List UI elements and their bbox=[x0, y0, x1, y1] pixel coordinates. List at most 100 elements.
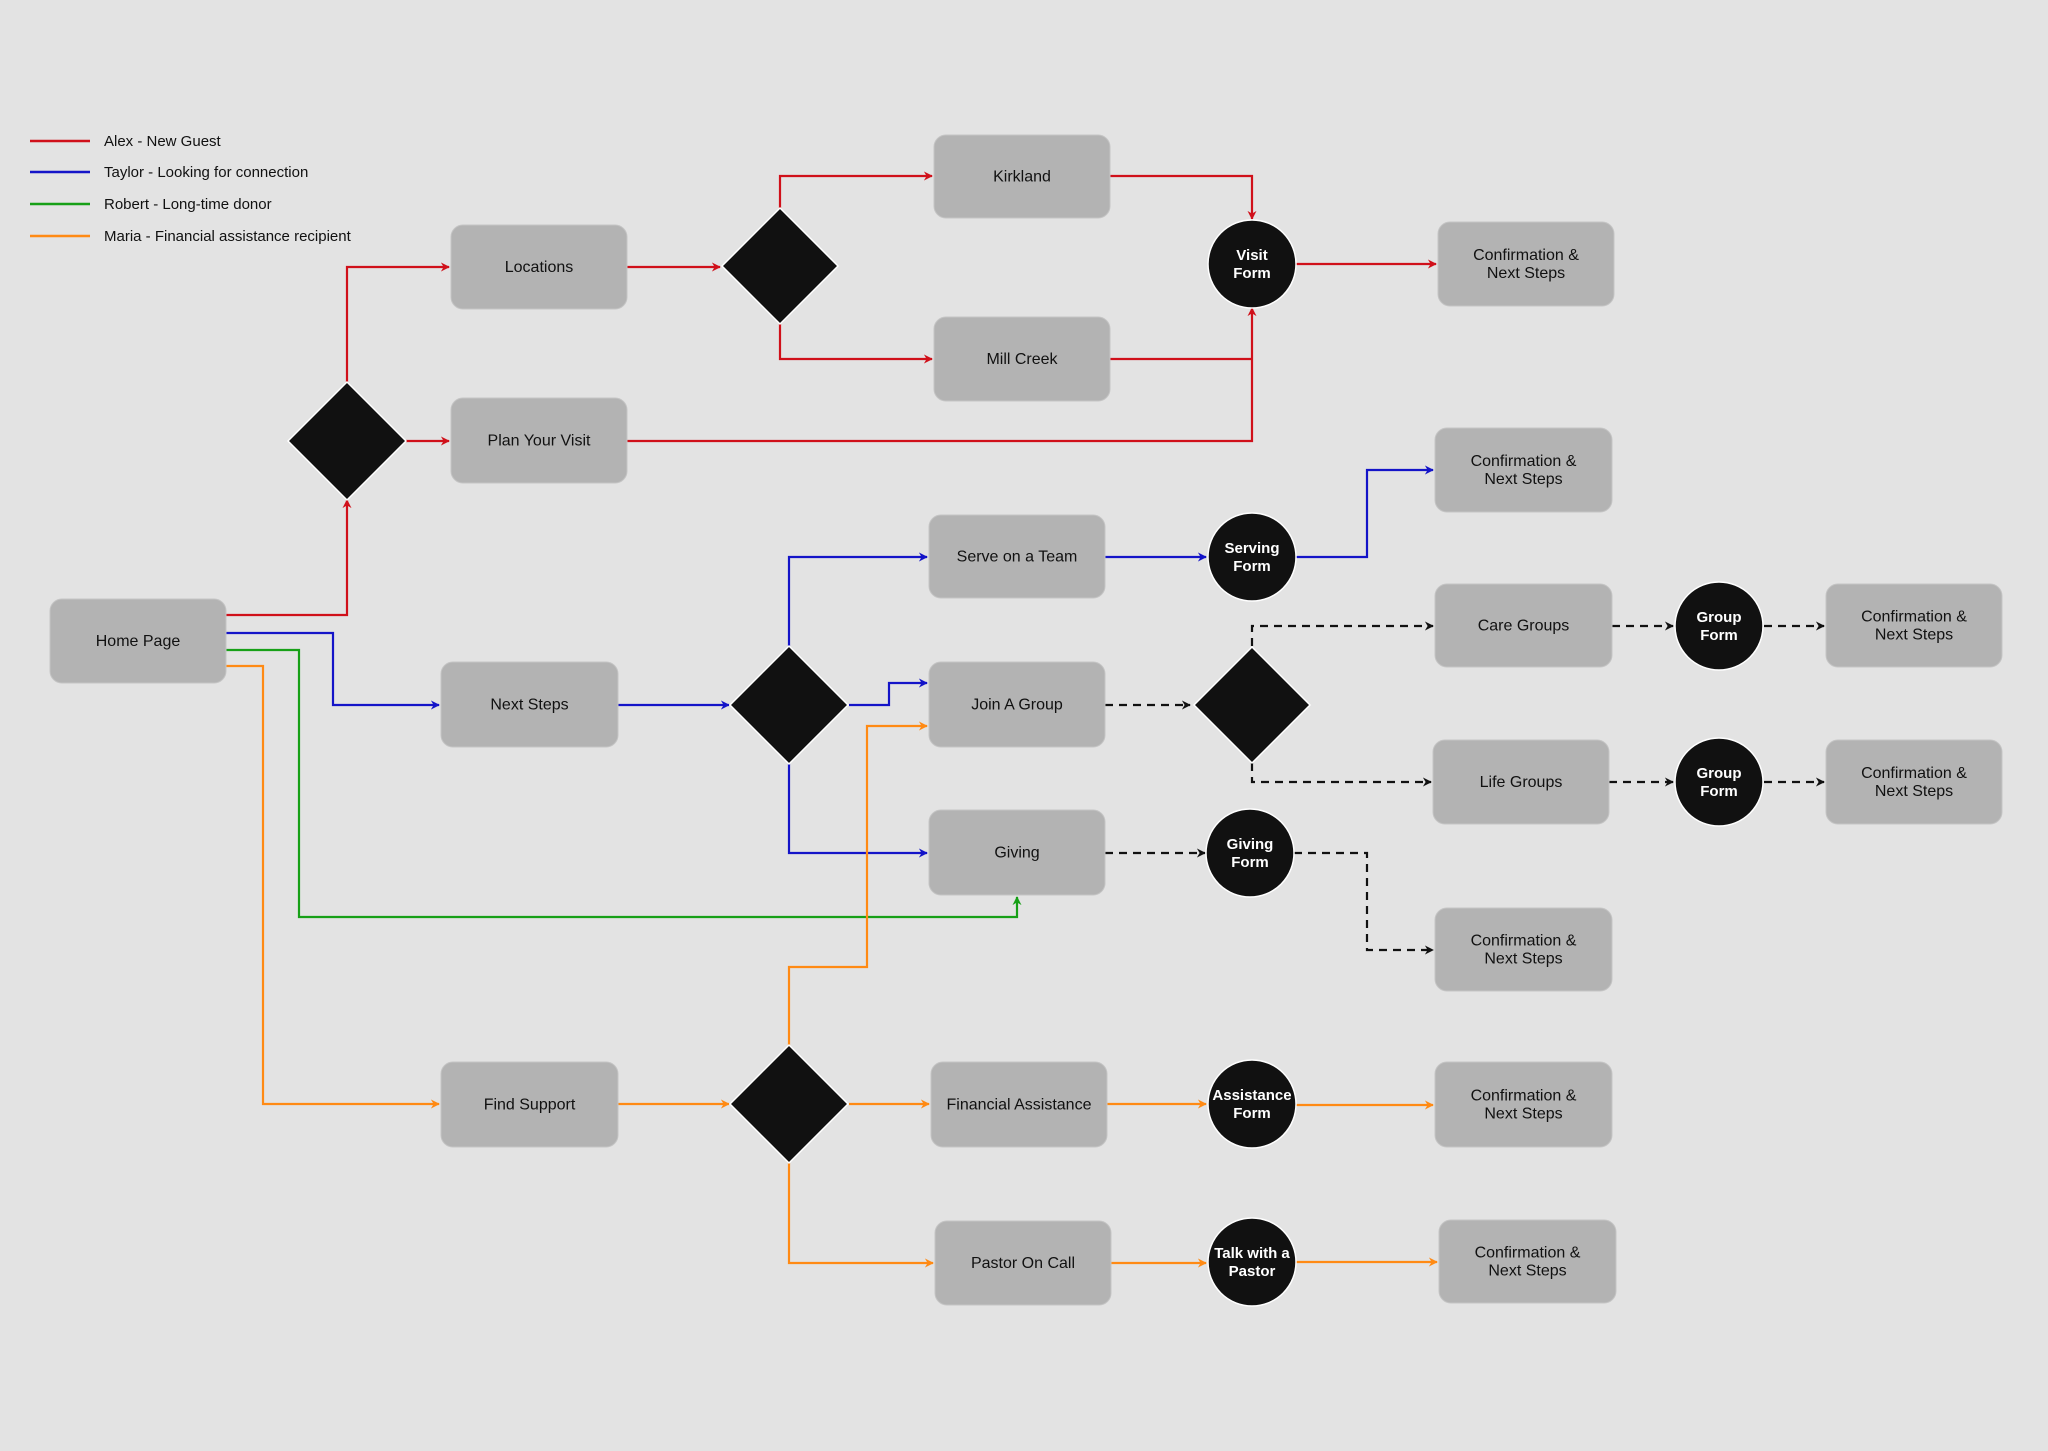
node-label: Next Steps bbox=[1484, 951, 1562, 968]
node-label: Group bbox=[1697, 765, 1742, 782]
edge-home-to-decision bbox=[226, 499, 352, 617]
page-box[interactable] bbox=[1825, 739, 2003, 825]
node-label: Confirmation & bbox=[1861, 609, 1967, 626]
decision-node-decision-next-steps[interactable] bbox=[728, 644, 850, 766]
page-box[interactable] bbox=[928, 514, 1106, 599]
page-node-confirm-giving[interactable]: Confirmation &Next Steps bbox=[1434, 907, 1613, 992]
legend-item-alex: Alex - New Guest bbox=[30, 133, 222, 150]
node-label: Confirmation & bbox=[1471, 933, 1577, 950]
page-node-life-groups[interactable]: Life Groups bbox=[1432, 739, 1610, 825]
page-node-giving[interactable]: Giving bbox=[928, 809, 1106, 896]
form-circle[interactable] bbox=[1674, 581, 1764, 671]
decision-node-decision-support[interactable] bbox=[728, 1043, 850, 1165]
decision-node-decision-locations[interactable] bbox=[720, 206, 840, 326]
page-node-pastor-on-call[interactable]: Pastor On Call bbox=[934, 1220, 1112, 1306]
page-box[interactable] bbox=[440, 1061, 619, 1148]
form-circle[interactable] bbox=[1207, 512, 1297, 602]
page-node-serve-team[interactable]: Serve on a Team bbox=[928, 514, 1106, 599]
decision-diamond[interactable] bbox=[286, 380, 408, 502]
node-label: Giving bbox=[994, 845, 1039, 862]
edge-home-to-find-support bbox=[226, 664, 440, 1109]
page-node-locations[interactable]: Locations bbox=[450, 224, 628, 310]
legend-item-robert: Robert - Long-time donor bbox=[30, 196, 272, 213]
page-box[interactable] bbox=[1434, 1061, 1613, 1148]
node-label: Pastor On Call bbox=[971, 1255, 1075, 1272]
form-circle[interactable] bbox=[1207, 219, 1297, 309]
edge-decision-to-serve-team bbox=[787, 552, 928, 646]
decision-diamond[interactable] bbox=[728, 1043, 850, 1165]
page-box[interactable] bbox=[450, 397, 628, 484]
page-node-confirm-care[interactable]: Confirmation &Next Steps bbox=[1825, 583, 2003, 668]
page-box[interactable] bbox=[1438, 1219, 1617, 1304]
node-label: Next Steps bbox=[1487, 265, 1565, 282]
node-label: Find Support bbox=[484, 1097, 576, 1114]
node-label: Giving bbox=[1227, 836, 1274, 853]
legend-label: Taylor - Looking for connection bbox=[104, 164, 308, 181]
page-node-confirm-visit[interactable]: Confirmation &Next Steps bbox=[1437, 221, 1615, 307]
page-node-financial-assistance[interactable]: Financial Assistance bbox=[930, 1061, 1108, 1148]
node-label: Financial Assistance bbox=[947, 1097, 1092, 1114]
decision-diamond[interactable] bbox=[1192, 645, 1312, 765]
edge-home-to-giving bbox=[226, 648, 1022, 919]
page-node-care-groups[interactable]: Care Groups bbox=[1434, 583, 1613, 668]
decision-node-decision-groups[interactable] bbox=[1192, 645, 1312, 765]
edge-plan-visit-to-visit-form bbox=[627, 307, 1257, 443]
page-node-confirm-serving[interactable]: Confirmation &Next Steps bbox=[1434, 427, 1613, 513]
page-box[interactable] bbox=[1434, 583, 1613, 668]
node-label: Mill Creek bbox=[986, 351, 1058, 368]
page-box[interactable] bbox=[49, 598, 227, 684]
decision-diamond[interactable] bbox=[720, 206, 840, 326]
page-node-plan-visit[interactable]: Plan Your Visit bbox=[450, 397, 628, 484]
form-circle[interactable] bbox=[1207, 1217, 1297, 1307]
page-box[interactable] bbox=[933, 316, 1111, 402]
form-circle[interactable] bbox=[1205, 808, 1295, 898]
edge-decision-to-giving bbox=[787, 763, 928, 858]
page-node-home[interactable]: Home Page bbox=[49, 598, 227, 684]
node-label: Life Groups bbox=[1480, 774, 1563, 791]
node-label: Home Page bbox=[96, 633, 181, 650]
form-circle[interactable] bbox=[1207, 1059, 1297, 1149]
page-box[interactable] bbox=[933, 134, 1111, 219]
edge-decision-to-pastor-on-call bbox=[787, 1163, 934, 1268]
node-label: Next Steps bbox=[1875, 783, 1953, 800]
node-label: Confirmation & bbox=[1861, 765, 1967, 782]
page-box[interactable] bbox=[928, 809, 1106, 896]
page-box[interactable] bbox=[1437, 221, 1615, 307]
page-node-next-steps[interactable]: Next Steps bbox=[440, 661, 619, 748]
node-label: Form bbox=[1231, 854, 1269, 871]
page-box[interactable] bbox=[1434, 907, 1613, 992]
page-node-join-group[interactable]: Join A Group bbox=[928, 661, 1106, 748]
page-node-confirm-assistance[interactable]: Confirmation &Next Steps bbox=[1434, 1061, 1613, 1148]
node-label: Assistance bbox=[1212, 1087, 1291, 1104]
page-box[interactable] bbox=[450, 224, 628, 310]
decision-diamond[interactable] bbox=[728, 644, 850, 766]
page-node-confirm-life[interactable]: Confirmation &Next Steps bbox=[1825, 739, 2003, 825]
page-box[interactable] bbox=[440, 661, 619, 748]
page-node-kirkland[interactable]: Kirkland bbox=[933, 134, 1111, 219]
node-label: Confirmation & bbox=[1471, 453, 1577, 470]
page-node-find-support[interactable]: Find Support bbox=[440, 1061, 619, 1148]
edge-decision-to-locations bbox=[345, 262, 450, 384]
page-node-confirm-pastor[interactable]: Confirmation &Next Steps bbox=[1438, 1219, 1617, 1304]
edge-decision-to-join-group-orange bbox=[787, 721, 928, 1046]
decision-node-decision-home[interactable] bbox=[286, 380, 408, 502]
page-box[interactable] bbox=[1825, 583, 2003, 668]
page-box[interactable] bbox=[930, 1061, 1108, 1148]
legend-label: Alex - New Guest bbox=[104, 133, 222, 150]
page-box[interactable] bbox=[1434, 427, 1613, 513]
page-box[interactable] bbox=[928, 661, 1106, 748]
page-box[interactable] bbox=[1432, 739, 1610, 825]
page-box[interactable] bbox=[934, 1220, 1112, 1306]
node-label: Kirkland bbox=[993, 169, 1051, 186]
page-node-mill-creek[interactable]: Mill Creek bbox=[933, 316, 1111, 402]
form-circle[interactable] bbox=[1674, 737, 1764, 827]
legend-label: Maria - Financial assistance recipient bbox=[104, 228, 352, 245]
